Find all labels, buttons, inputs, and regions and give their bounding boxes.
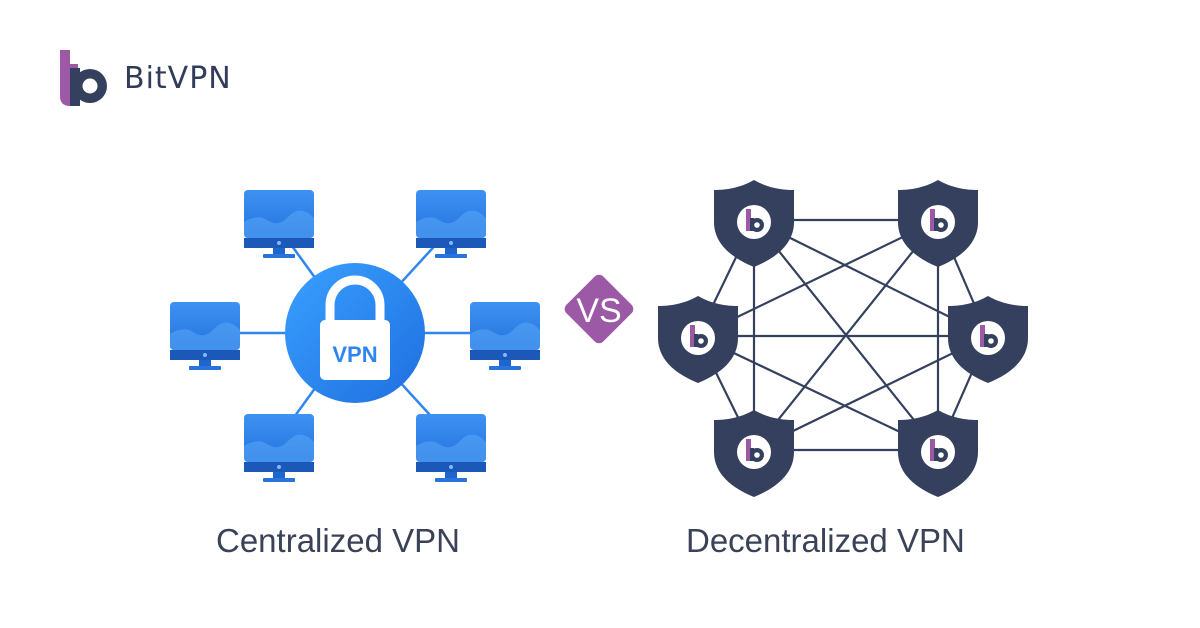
shield-node-icon bbox=[898, 410, 978, 497]
brand-name: BitVPN bbox=[124, 60, 232, 96]
shield-node-icon bbox=[948, 296, 1028, 383]
decentralized-caption: Decentralized VPN bbox=[686, 522, 965, 559]
padlock-icon bbox=[325, 275, 385, 322]
monitor-icon bbox=[416, 414, 486, 482]
vpn-hub: VPN bbox=[285, 263, 425, 403]
hub-label: VPN bbox=[332, 342, 377, 367]
monitor-icon bbox=[470, 302, 540, 370]
monitor-icon bbox=[416, 190, 486, 258]
shield-node-icon bbox=[658, 296, 738, 383]
brand: BitVPN bbox=[58, 46, 232, 110]
monitor-icon bbox=[244, 190, 314, 258]
vs-badge: VS bbox=[564, 274, 634, 344]
bitvpn-logo-icon bbox=[60, 50, 107, 106]
vs-label: VS bbox=[576, 292, 621, 330]
monitor-icon bbox=[170, 302, 240, 370]
shield-node-icon bbox=[714, 410, 794, 497]
centralized-caption: Centralized VPN bbox=[216, 522, 460, 559]
padlock-body bbox=[320, 320, 390, 380]
monitor-icon bbox=[244, 414, 314, 482]
